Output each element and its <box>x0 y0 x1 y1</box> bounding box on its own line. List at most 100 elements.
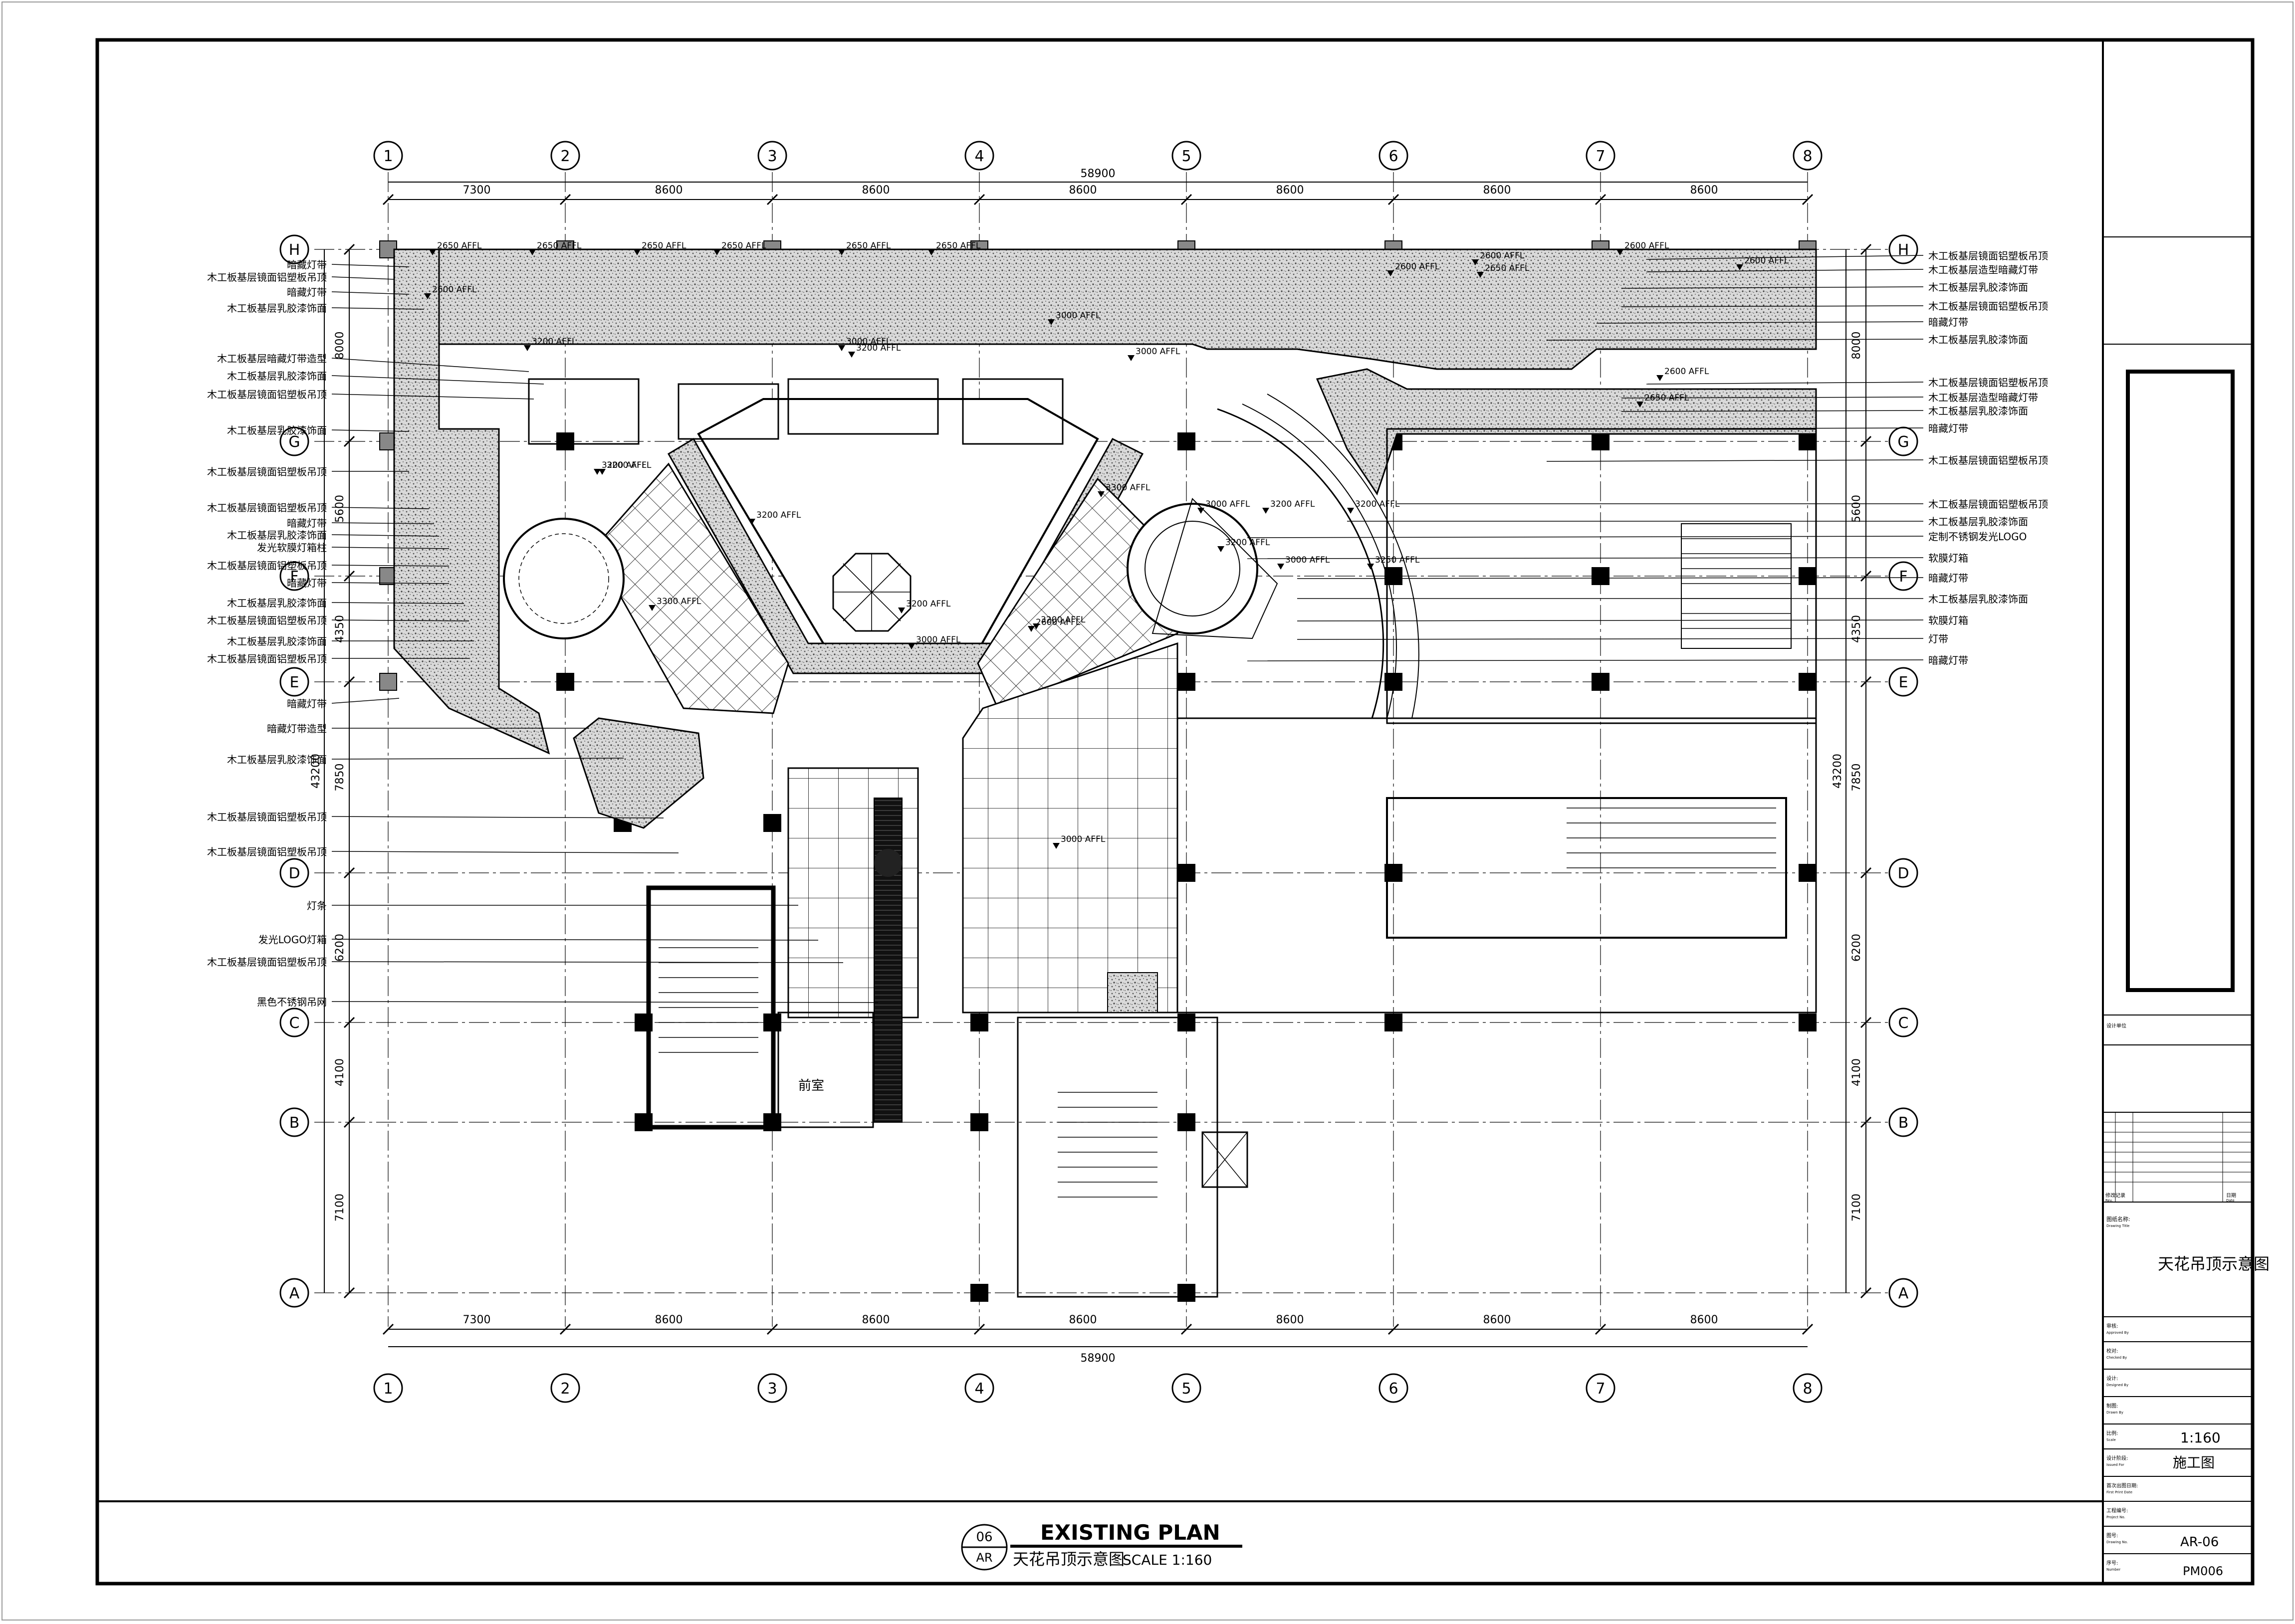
elevation-tag-text: 2600 AFFL <box>1744 256 1789 266</box>
escalator-steps <box>1567 808 1776 868</box>
callout-left-text: 木工板基层乳胶漆饰面 <box>227 635 327 647</box>
date-label: 日期 <box>2226 1193 2236 1199</box>
dim-text-col: 8600 <box>1069 1314 1097 1326</box>
elevation-tag-marker <box>1217 546 1224 552</box>
callout-left-leader <box>331 698 400 704</box>
elevation-tag-text: 3200 AFFL <box>1355 499 1400 509</box>
checked-label: 校对: <box>2106 1348 2118 1354</box>
revision-sub: Rev. <box>2105 1199 2113 1203</box>
elevation-tag-marker <box>1098 491 1105 497</box>
design-unit-label: 设计单位 <box>2106 1022 2126 1029</box>
room-north-4 <box>962 378 1064 445</box>
dim-tick <box>1180 194 1192 205</box>
grid-bubble-col-label: 3 <box>767 1380 777 1398</box>
phase-sub: Issued For <box>2106 1463 2124 1467</box>
grid-bubble-row <box>1888 1278 1918 1308</box>
grid-bubble-row-label: F <box>290 568 298 586</box>
callout-right-text: 暗藏灯带 <box>1928 422 1968 434</box>
elevation-tag-marker <box>1048 319 1055 325</box>
grid-bubble-col-label: 8 <box>1803 148 1812 165</box>
callout-left-text: 木工板基层乳胶漆饰面 <box>227 370 327 382</box>
east-stair <box>1681 523 1792 649</box>
elevation-tag-marker <box>748 519 755 525</box>
dim-text-col: 8600 <box>862 184 890 197</box>
dim-text-col: 8600 <box>862 1314 890 1326</box>
escalator-void <box>1386 797 1787 939</box>
callout-right-text: 木工板基层镜面铝塑板吊顶 <box>1928 250 2048 262</box>
callout-left-text: 木工板基层镜面铝塑板吊顶 <box>207 560 327 572</box>
callout-left-text: 木工板基层乳胶漆饰面 <box>227 529 327 541</box>
elevation-tag-marker <box>1367 564 1374 570</box>
callout-right-text: 暗藏灯带 <box>1928 654 1968 666</box>
revision-label: 修改记录 <box>2105 1192 2125 1199</box>
serial-value: PM006 <box>2183 1564 2223 1578</box>
callout-left-leader <box>331 758 624 760</box>
elevation-tag-text: 2600 AFFL <box>1624 241 1669 251</box>
grid-bubble-row-label: D <box>1897 865 1909 882</box>
callout-left-leader <box>331 291 410 295</box>
grid-bubble-col-label: 3 <box>767 148 777 165</box>
callout-left-text: 暗藏灯带 <box>287 286 327 298</box>
callout-left-text: 木工板基层镜面铝塑板吊顶 <box>207 271 327 283</box>
east-feature-wedge <box>1151 498 1278 639</box>
grid-bubble-col <box>1793 141 1823 171</box>
dim-text-overall-height: 43200 <box>1832 754 1844 789</box>
caption-subtitle: 天花吊顶示意图 <box>1013 1550 1125 1569</box>
checked-sub: Checked By <box>2106 1356 2127 1360</box>
elevation-tag-marker <box>634 249 641 255</box>
elevation-tag-text: 3200 AFFL <box>756 510 801 520</box>
grid-bubble-col <box>373 141 403 171</box>
callout-left-text: 木工板基层乳胶漆饰面 <box>227 597 327 609</box>
grid-bubble-col-label: 5 <box>1181 148 1191 165</box>
callout-left-leader <box>331 375 544 385</box>
callout-right-leader <box>1621 305 1924 307</box>
dim-tick <box>1860 867 1872 879</box>
callout-left-text: 暗藏灯带 <box>287 259 327 271</box>
elevation-tag-text: 3200 AFFL <box>602 460 647 470</box>
structural-column <box>556 432 574 450</box>
callout-left-text: 木工板基层镜面铝塑板吊顶 <box>207 466 327 478</box>
elevation-tag-marker <box>594 469 601 475</box>
structural-column <box>1177 1284 1195 1302</box>
dim-text-overall-width: 58900 <box>1081 168 1116 180</box>
callout-layer: 暗藏灯带木工板基层镜面铝塑板吊顶暗藏灯带木工板基层乳胶漆饰面木工板基层暗藏灯带造… <box>207 241 2048 1008</box>
approved-sub: Approved By <box>2106 1331 2129 1335</box>
phase-value: 施工图 <box>2173 1454 2215 1471</box>
dim-tick <box>1595 1323 1606 1335</box>
square-grid-panel-south <box>962 642 1178 1014</box>
grid-bubble-row-label: G <box>1897 433 1909 451</box>
room-north-2 <box>678 383 779 440</box>
elevation-tag-marker <box>1277 564 1284 570</box>
dim-text-row: 4350 <box>334 615 346 643</box>
grid-bubble-row-label: B <box>1898 1114 1909 1132</box>
elevation-tag-text: 2600 AFFL <box>1036 617 1081 627</box>
elevation-tag-text: 3300 AFFL <box>657 597 701 607</box>
callout-left-leader <box>331 276 395 280</box>
structural-column <box>1177 1014 1195 1031</box>
callout-left-text: 木工板基层乳胶漆饰面 <box>227 754 327 766</box>
diagonal-grid-panel-west <box>593 462 789 714</box>
callout-right-leader <box>1621 397 1924 399</box>
callout-left-leader <box>331 851 679 853</box>
callout-right-text: 木工板基层镜面铝塑板吊顶 <box>1928 454 2048 466</box>
dim-tick <box>343 867 355 879</box>
callout-right-leader <box>1621 286 1924 289</box>
callout-right-text: 暗藏灯带 <box>1928 316 1968 328</box>
revision-table: 修改记录 Rev. 日期 Date <box>2103 1112 2253 1203</box>
dim-tick <box>1802 194 1814 205</box>
callout-left-leader <box>331 264 410 267</box>
dim-text-col: 8600 <box>1276 184 1304 197</box>
grid-bubble-row-label: E <box>1899 674 1908 691</box>
grid-bubble-row <box>279 667 309 697</box>
dim-tick <box>1860 570 1872 582</box>
grid-bubble-row <box>1888 858 1918 888</box>
grid-bubble-row-label: C <box>1898 1015 1909 1032</box>
callout-left-leader <box>331 522 435 524</box>
dim-tick <box>343 243 355 255</box>
east-stair-steps <box>1681 538 1791 629</box>
elevation-tag-marker <box>1616 249 1623 255</box>
elevation-tag-text: 3000 AFFL <box>1205 499 1250 509</box>
approved-label: 审核: <box>2106 1323 2118 1329</box>
elevation-tag-marker <box>838 345 845 351</box>
black-mesh-node <box>874 849 902 877</box>
